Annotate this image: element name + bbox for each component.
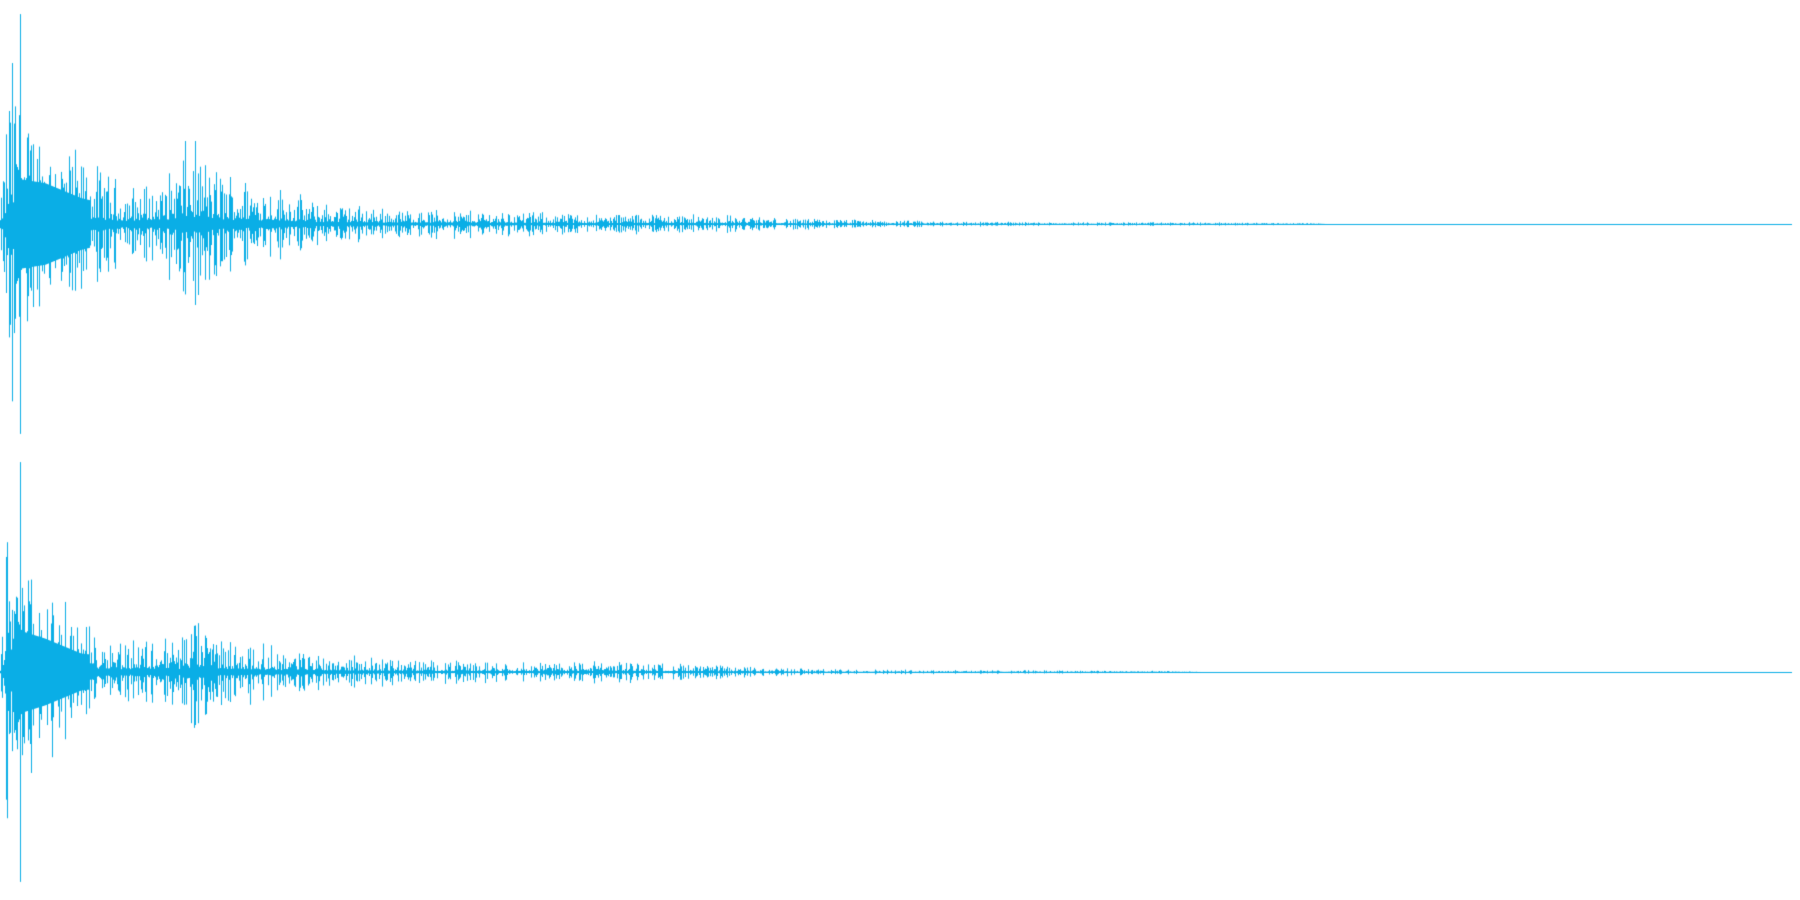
audio-waveform [0, 0, 1800, 900]
